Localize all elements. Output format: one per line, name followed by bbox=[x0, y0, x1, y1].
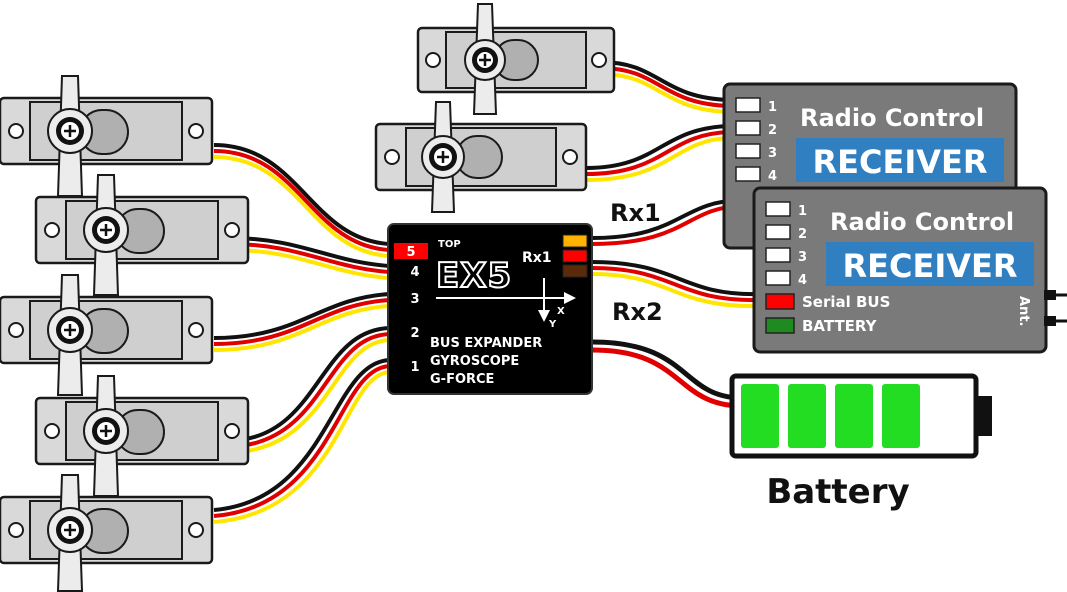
rx1-brand-label: Radio Control bbox=[800, 104, 984, 132]
ex5-port-5: 5 bbox=[406, 245, 415, 260]
battery: Battery bbox=[729, 373, 992, 512]
rx1-channel-4: 4 bbox=[768, 169, 777, 184]
ex5-port-2: 2 bbox=[410, 326, 419, 341]
servo-receiver-ch1 bbox=[416, 3, 616, 115]
rx2-channel-2: 2 bbox=[798, 227, 807, 242]
battery-label: Battery bbox=[766, 472, 909, 512]
ex5-port-3: 3 bbox=[410, 292, 419, 307]
rx2-channel-3: 3 bbox=[798, 250, 807, 265]
rx1-channel-3: 3 bbox=[768, 146, 777, 161]
wire-servo-4-to-ex5-port-2 bbox=[239, 326, 391, 454]
ex5-module: 5 4 3 2 1 TOP EX5 Rx1 X Y BUS EXPANDER G… bbox=[387, 223, 593, 395]
battery-cell-2 bbox=[788, 384, 826, 448]
servo-wires bbox=[213, 143, 391, 524]
ex5-function-line-2: GYROSCOPE bbox=[430, 354, 519, 369]
rx2-battery-port-label: BATTERY bbox=[802, 317, 878, 335]
ex5-port-1: 1 bbox=[410, 360, 419, 375]
battery-cell-4 bbox=[882, 384, 920, 448]
servo-receiver-ch2 bbox=[374, 101, 588, 213]
rx1-channel-1: 1 bbox=[768, 100, 777, 115]
servo-5 bbox=[0, 474, 214, 592]
ex5-axis-x-label: X bbox=[557, 306, 565, 317]
rx2-antenna-label: Ant. bbox=[1016, 296, 1031, 326]
rx2-channel-1: 1 bbox=[798, 204, 807, 219]
ex5-top-label: TOP bbox=[438, 239, 461, 250]
wire-rx2-link bbox=[591, 260, 761, 309]
rx2-serial-bus-label: Serial BUS bbox=[802, 293, 890, 311]
receiver-servo-wires bbox=[585, 60, 731, 182]
ex5-port-5-highlight bbox=[394, 243, 428, 259]
rx2-serial-bus-port bbox=[765, 293, 795, 310]
ex5-port-4: 4 bbox=[410, 265, 419, 280]
ex5-function-line-1: BUS EXPANDER bbox=[430, 336, 542, 351]
battery-cell-1 bbox=[741, 384, 779, 448]
wire-servo-3-to-ex5-port-3 bbox=[213, 292, 391, 352]
rx2-battery-port bbox=[765, 317, 795, 334]
ex5-axis-icon: X Y bbox=[436, 278, 576, 330]
wire-top-servo-to-receiver-ch1 bbox=[599, 60, 731, 114]
link-rx2-label: Rx2 bbox=[612, 298, 663, 326]
wire-servo-2-to-ex5-port-4 bbox=[229, 236, 391, 280]
ex5-led-brown bbox=[562, 264, 588, 278]
ex5-title: EX5 bbox=[436, 256, 512, 296]
servo-3 bbox=[0, 274, 214, 396]
wire-second-servo-to-receiver-ch2 bbox=[585, 124, 731, 182]
ex5-led-orange bbox=[562, 234, 588, 248]
wire-servo-1-to-ex5-port-5 bbox=[213, 143, 391, 258]
ex5-function-line-3: G-FORCE bbox=[430, 372, 494, 387]
rx2-channel-4: 4 bbox=[798, 273, 807, 288]
rx1-channel-2: 2 bbox=[768, 123, 777, 138]
wire-servo-5-to-ex5-port-1 bbox=[213, 358, 391, 524]
link-rx1-label: Rx1 bbox=[610, 199, 661, 227]
servo-1 bbox=[0, 75, 214, 197]
receiver-rx2: 1 2 3 4 Radio Control RECEIVER Serial BU… bbox=[752, 186, 1067, 354]
ex5-axis-y-label: Y bbox=[548, 319, 557, 330]
servo-2 bbox=[34, 174, 250, 296]
rx1-title: RECEIVER bbox=[812, 143, 987, 181]
ex5-rx1-label: Rx1 bbox=[522, 250, 552, 266]
rx2-antenna-wires bbox=[1044, 290, 1067, 326]
battery-cell-3 bbox=[835, 384, 873, 448]
ex5-led-red bbox=[562, 249, 588, 263]
rx2-title: RECEIVER bbox=[842, 247, 1017, 285]
rx2-brand-label: Radio Control bbox=[830, 208, 1014, 236]
wire-battery-link bbox=[591, 339, 741, 409]
servo-4 bbox=[34, 375, 250, 497]
